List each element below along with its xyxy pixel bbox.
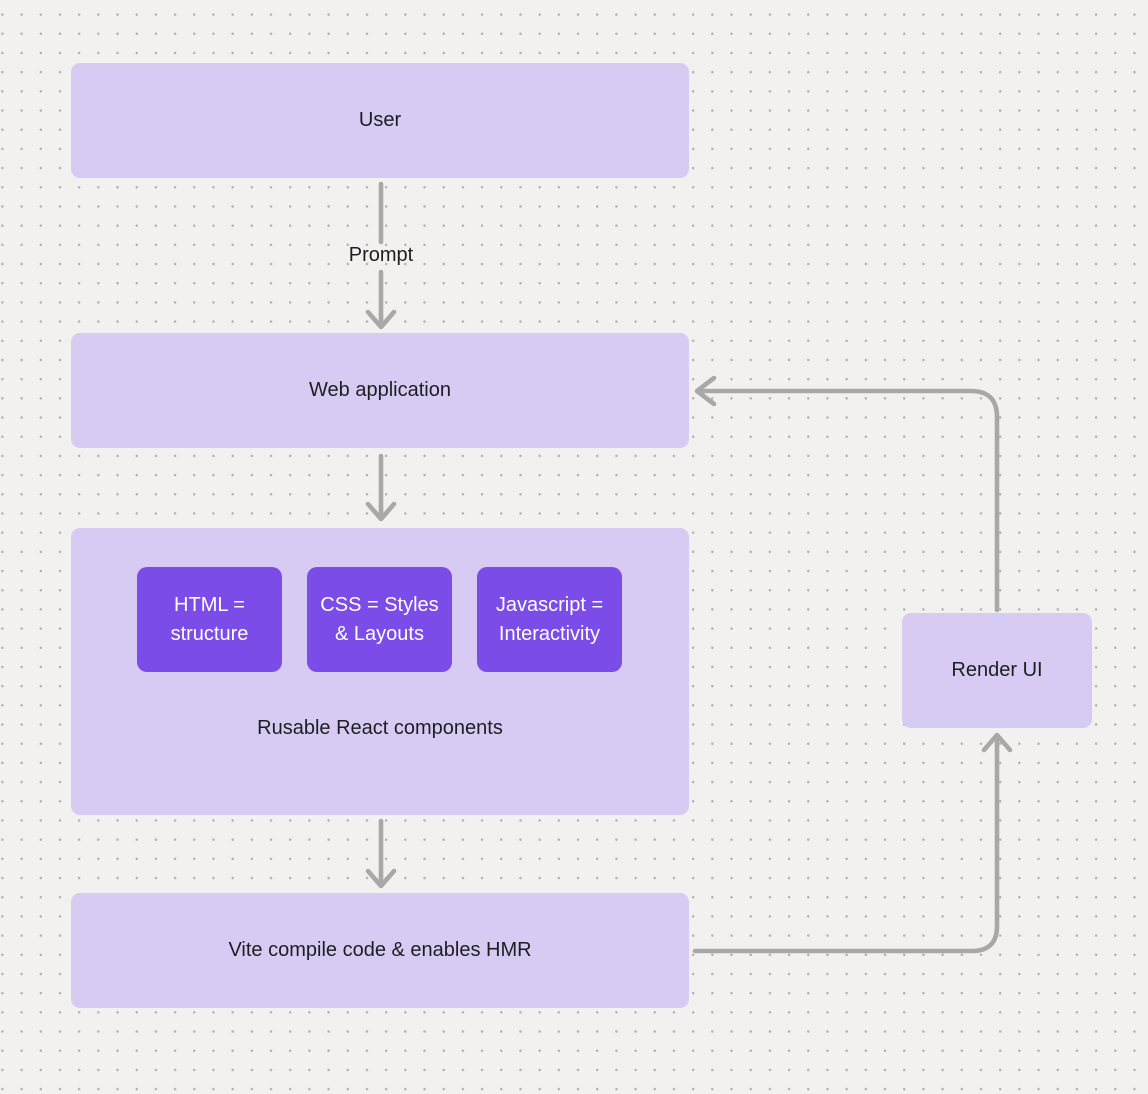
node-html-label: HTML = structure <box>170 593 249 645</box>
components-group-caption: Rusable React components <box>257 717 503 739</box>
connector-line[interactable] <box>692 737 1000 954</box>
arrowhead-up-icon <box>981 732 1013 753</box>
node-vite[interactable]: Vite compile code & enables HMR <box>71 893 689 1008</box>
connector-user-to-webapp[interactable] <box>365 181 397 330</box>
node-css[interactable]: CSS = Styles & Layouts <box>307 567 452 672</box>
components-chip-row: HTML = structure CSS = Styles & Layouts … <box>137 567 622 672</box>
node-css-label: CSS = Styles & Layouts <box>320 593 439 645</box>
connector-vite-to-renderui[interactable] <box>692 732 1013 954</box>
node-user-label: User <box>358 109 402 131</box>
connector-webapp-to-components[interactable] <box>365 453 397 522</box>
edge-label-prompt: Prompt <box>348 244 414 266</box>
node-javascript[interactable]: Javascript = Interactivity <box>477 567 622 672</box>
arrowhead-down-icon <box>365 309 397 330</box>
node-render-ui[interactable]: Render UI <box>902 613 1092 728</box>
node-web-application[interactable]: Web application <box>71 333 689 448</box>
connector-line[interactable] <box>697 388 1000 613</box>
node-user[interactable]: User <box>71 63 689 178</box>
connector-components-to-vite[interactable] <box>365 818 397 889</box>
node-vite-label: Vite compile code & enables HMR <box>228 939 532 961</box>
node-html[interactable]: HTML = structure <box>137 567 282 672</box>
arrowhead-down-icon <box>365 868 397 889</box>
components-group-body: HTML = structure CSS = Styles & Layouts … <box>71 528 689 815</box>
arrowhead-left-icon <box>694 375 717 407</box>
arrowhead-down-icon <box>365 501 397 522</box>
node-javascript-label: Javascript = Interactivity <box>495 593 604 645</box>
connector-renderui-to-webapp[interactable] <box>694 375 1000 613</box>
node-components-group[interactable]: HTML = structure CSS = Styles & Layouts … <box>71 528 689 815</box>
node-web-application-label: Web application <box>309 379 451 401</box>
node-render-ui-label: Render UI <box>951 659 1043 681</box>
